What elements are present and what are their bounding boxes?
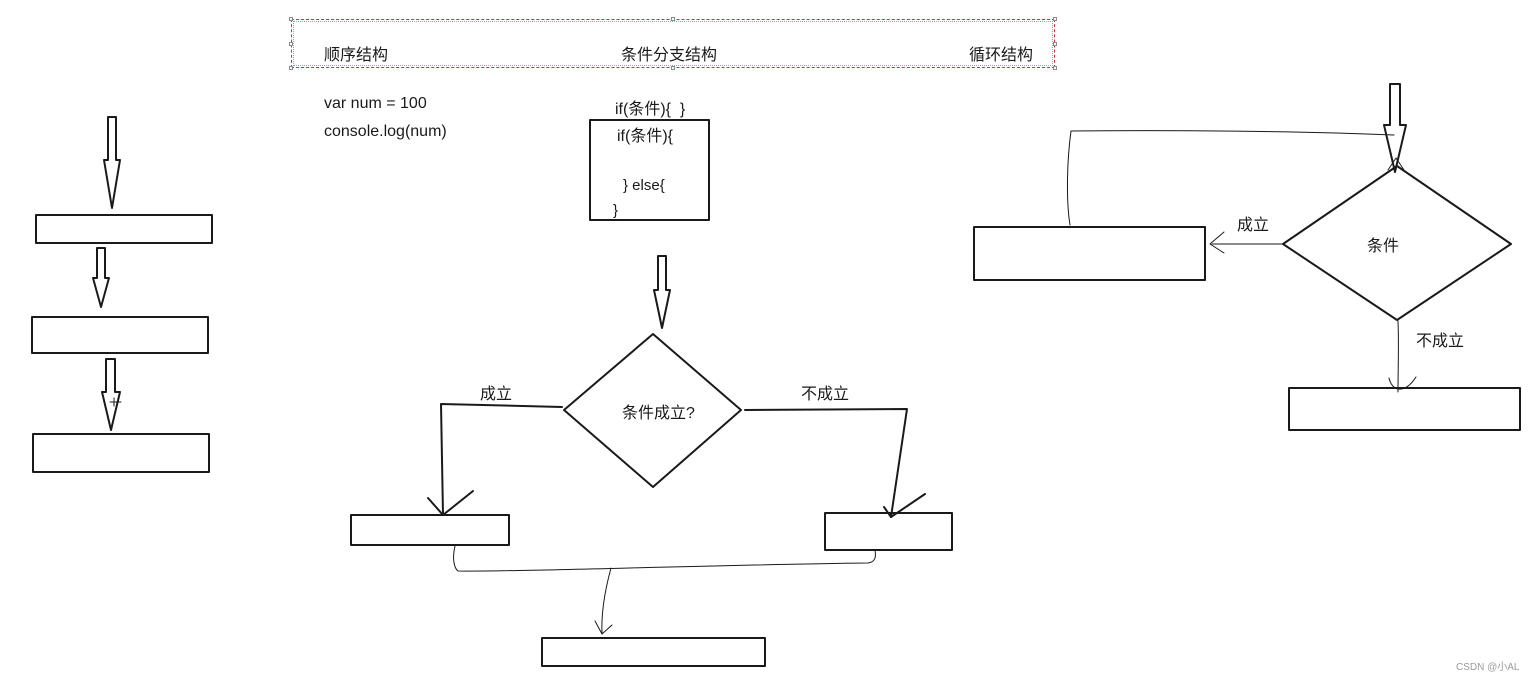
sequential-title: 顺序结构: [324, 47, 389, 64]
branch-entry-arrow: [653, 255, 671, 329]
loop-body-box: [973, 226, 1206, 281]
if-code-box: [589, 119, 710, 221]
loop-decision-label: 条件: [1367, 238, 1400, 255]
branch-merge-down: [601, 567, 612, 635]
selection-handle-bm[interactable]: [671, 66, 675, 70]
code-line-var: var num = 100: [324, 95, 427, 112]
branch-no-box: [824, 512, 953, 551]
branch-yes-arrowhead: [427, 490, 474, 516]
branch-decision-label: 条件成立?: [622, 405, 695, 422]
loop-no-arrowhead: [1388, 376, 1417, 390]
branch-yes-connector: [440, 403, 563, 516]
seq-step-3: [32, 433, 210, 473]
branch-merge-arrowhead: [594, 620, 613, 635]
selection-handle-bl[interactable]: [289, 66, 293, 70]
csdn-watermark: CSDN @小AL: [1456, 662, 1520, 673]
code-if-short: if(条件){ }: [615, 101, 686, 118]
seq-step-1: [35, 214, 213, 244]
branch-yes-box: [350, 514, 510, 546]
seq-step-2: [31, 316, 209, 354]
branch-end-box: [541, 637, 766, 667]
seq-arrow-3-mark: [109, 397, 122, 407]
code-if-else: } else{: [623, 177, 665, 194]
loop-yes-label: 成立: [1237, 217, 1270, 234]
branch-no-label: 不成立: [801, 386, 850, 403]
branch-no-connector: [744, 408, 908, 518]
selection-handle-tm[interactable]: [671, 17, 675, 21]
loop-title: 循环结构: [969, 47, 1034, 64]
selection-handle-br[interactable]: [1053, 66, 1057, 70]
code-line-log: console.log(num): [324, 123, 447, 140]
loop-yes-arrowhead: [1209, 231, 1225, 254]
branch-title: 条件分支结构: [621, 47, 718, 64]
seq-arrow-1: [103, 116, 121, 209]
loop-entry-arrow: [1383, 83, 1407, 173]
branch-merge-line: [453, 545, 876, 572]
selection-handle-tl[interactable]: [289, 17, 293, 21]
branch-no-arrowhead: [883, 493, 926, 518]
selection-handle-tr[interactable]: [1053, 17, 1057, 21]
branch-decision-diamond: [563, 333, 742, 488]
loop-no-label: 不成立: [1416, 333, 1465, 350]
selection-handle-ml[interactable]: [289, 42, 293, 46]
seq-arrow-3: [101, 358, 121, 431]
seq-arrow-2: [92, 247, 110, 308]
code-if-close: }: [613, 202, 619, 219]
selection-handle-mr[interactable]: [1053, 42, 1057, 46]
code-if-open: if(条件){: [617, 128, 674, 145]
branch-yes-label: 成立: [480, 386, 513, 403]
loop-return-line: [1066, 130, 1395, 226]
loop-entry-arrow-mark: [1387, 157, 1405, 171]
loop-decision-diamond: [1282, 165, 1512, 321]
loop-exit-box: [1288, 387, 1521, 431]
